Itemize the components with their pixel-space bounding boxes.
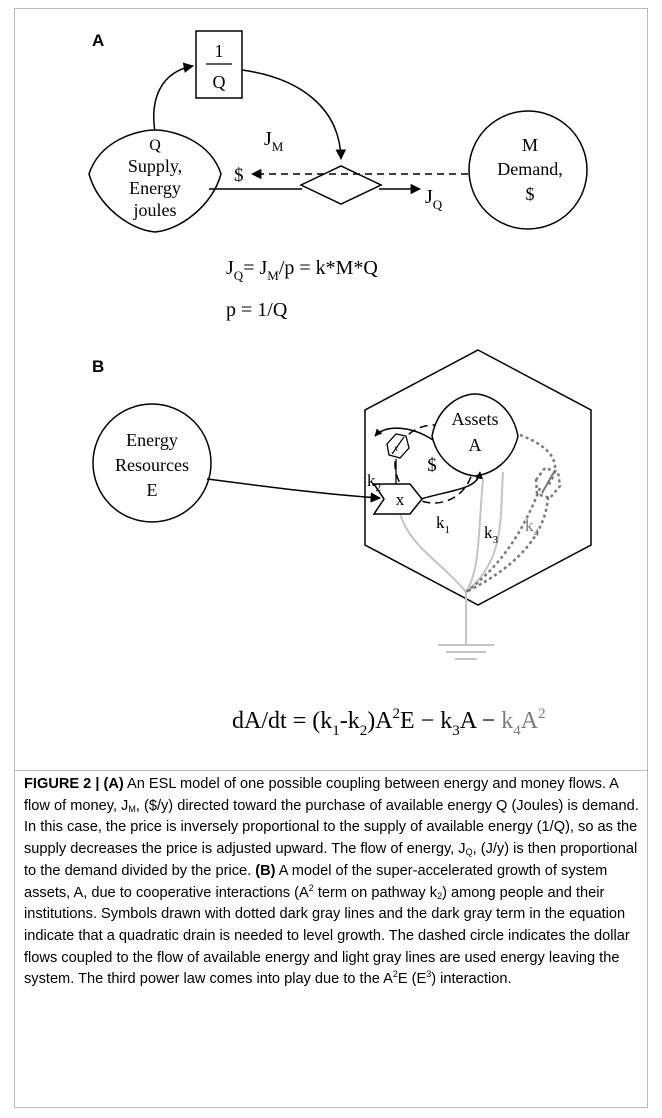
panel-b: B $ Assets A <box>92 349 592 739</box>
k2-feedback-gate: x <box>374 427 434 503</box>
energy-inflow-arrow <box>206 478 382 503</box>
energy-resources-source <box>92 403 212 523</box>
caption-k2-sub: 2 <box>437 890 443 901</box>
caption-b-text-4: E (E <box>397 971 427 988</box>
growth-equation: dA/dt = (k1-k2)A2E − k3A − k4A2 <box>232 706 546 739</box>
energy-line-2: Resources <box>115 455 189 475</box>
x-gate-label: x <box>396 490 405 509</box>
caption-jq-sub: Q <box>465 847 473 858</box>
k2-label: k2 <box>367 471 381 494</box>
k4-label: k4 <box>525 516 540 539</box>
used-energy-line-3 <box>465 478 484 593</box>
dollar-label: $ <box>427 455 437 476</box>
system-boundary <box>364 349 592 606</box>
energy-line-3: E <box>147 480 158 500</box>
price-box-denominator: Q <box>213 72 226 92</box>
caption-b-text-3: ) among people and their institutions. S… <box>24 884 630 988</box>
svg-text:x: x <box>393 443 398 453</box>
flow-equation: JQ= JM/p = k*M*Q <box>226 257 378 283</box>
k1-label: k1 <box>436 513 450 536</box>
caption-b-text-2: term on pathway k <box>313 884 438 901</box>
caption-a2e-sup: 2 <box>392 969 398 980</box>
demand-line-3: $ <box>526 184 535 204</box>
jm-label: JM <box>264 128 284 154</box>
tank-line-2: Energy <box>129 178 181 198</box>
jq-label: JQ <box>425 186 443 212</box>
caption-divider <box>14 770 648 771</box>
caption-a2-sup: 2 <box>308 882 314 893</box>
supply-tank <box>88 129 222 233</box>
demand-source <box>468 110 588 230</box>
supply-to-price-arrow <box>153 62 195 133</box>
x-gate <box>372 483 423 515</box>
gate-to-assets-arrow <box>420 471 483 500</box>
quadratic-drain <box>465 433 562 594</box>
caption-b-text-5: ) interaction. <box>431 971 512 988</box>
caption-a-text-3: , (J/y) is then proportional to the dema… <box>24 841 638 879</box>
caption-b-text-1: A model of the super-accelerated growth … <box>24 862 608 901</box>
caption-e3-sup: 3 <box>426 969 432 980</box>
caption-jm-sub: M <box>128 803 136 814</box>
caption-a-label: (A) <box>103 776 124 792</box>
panel-a-label: A <box>92 31 104 50</box>
tank-line-3: joules <box>133 200 177 220</box>
caption-paragraph: FIGURE 2 | (A) An ESL model of one possi… <box>24 774 640 991</box>
k3-label: k3 <box>484 523 499 546</box>
tank-q-label: Q <box>149 137 161 154</box>
panel-b-label: B <box>92 357 104 376</box>
interaction-diamond <box>299 165 383 205</box>
dollar-out-label: $ <box>234 165 244 186</box>
figure-caption: FIGURE 2 | (A) An ESL model of one possi… <box>24 774 640 991</box>
used-energy-line-2 <box>465 471 504 593</box>
demand-line-1: M <box>522 135 538 155</box>
assets-tank <box>431 393 519 477</box>
used-energy-line-1 <box>397 504 467 593</box>
heat-sink <box>438 592 494 660</box>
caption-a-text-1: An ESL model of one possible coupling be… <box>24 776 619 814</box>
energy-line-1: Energy <box>126 430 178 450</box>
price-box-numerator: 1 <box>215 41 224 61</box>
caption-a-text-2: , ($/y) directed toward the purchase of … <box>24 797 639 858</box>
panel-a: A 1 Q Q Supply, Energy joules JM $ JQ M … <box>88 30 588 321</box>
caption-b-label: (B) <box>255 862 276 879</box>
assets-line-1: Assets <box>451 409 498 429</box>
figure-diagram: A 1 Q Q Supply, Energy joules JM $ JQ M … <box>88 30 592 739</box>
tank-line-1: Supply, <box>128 156 182 176</box>
price-equation: p = 1/Q <box>226 299 288 321</box>
price-to-gate-arrow <box>241 69 347 161</box>
assets-line-2: A <box>469 435 482 455</box>
demand-line-2: Demand, <box>497 159 562 179</box>
figure-number: FIGURE 2 | <box>24 776 104 792</box>
